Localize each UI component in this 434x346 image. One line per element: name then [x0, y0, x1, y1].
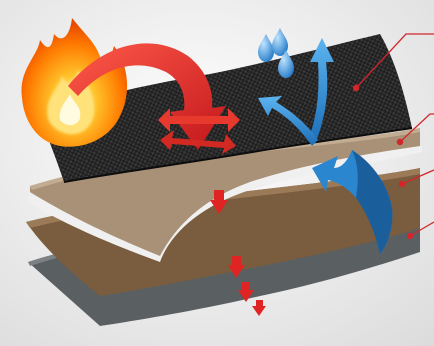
callout-dot-4: [407, 233, 413, 239]
callout-dot-3: [399, 181, 405, 187]
callout-dot-1: [353, 85, 359, 91]
callout-dot-2: [397, 139, 403, 145]
